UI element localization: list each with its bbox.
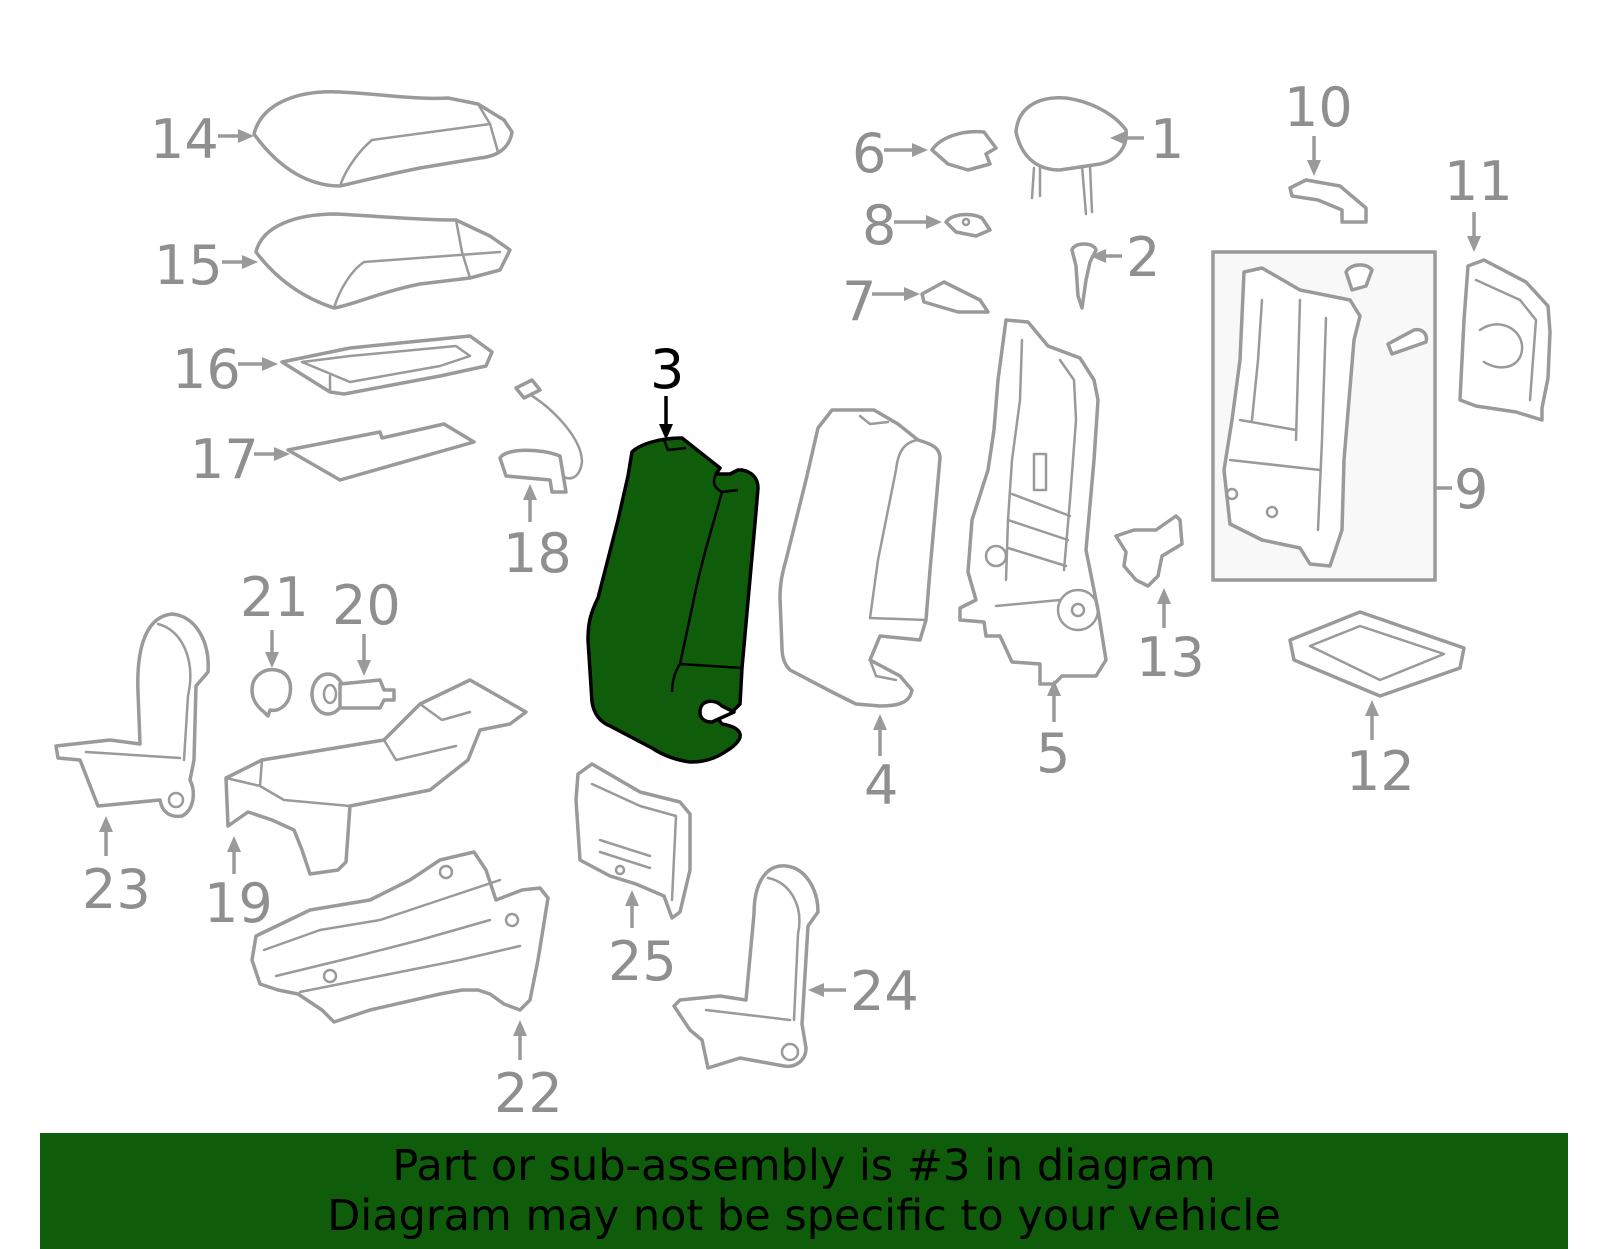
callout-label-1: 1 [1150,108,1184,171]
part-4-seatback-pad[interactable] [778,408,942,708]
part-15-cushion[interactable] [254,212,512,310]
callout-label-7: 7 [842,270,876,333]
callout-label-11: 11 [1444,150,1513,213]
callout-21: 21 [240,566,309,668]
callout-label-3: 3 [650,338,684,401]
callout-label-18: 18 [503,522,572,585]
callout-13: 13 [1136,588,1205,689]
part-23-side-shield[interactable] [54,612,210,819]
part-16-pad-frame[interactable] [280,334,494,396]
callout-label-5: 5 [1036,722,1070,785]
part-11-trim-cover[interactable] [1458,258,1552,422]
callout-label-4: 4 [864,754,898,817]
callout-24: 24 [808,960,919,1023]
callout-label-13: 13 [1136,626,1205,689]
part-22-seat-track[interactable] [250,850,550,1024]
part-25-bracket-cover[interactable] [574,762,692,920]
callout-22: 22 [494,1020,563,1125]
callout-12: 12 [1346,700,1415,803]
callout-14: 14 [150,108,254,171]
part-5-seatback-frame[interactable] [958,318,1108,686]
callout-1: 1 [1110,108,1184,171]
callout-6: 6 [852,122,928,185]
callout-label-17: 17 [190,428,259,491]
banner-line-2: Diagram may not be specific to your vehi… [327,1191,1281,1241]
callout-19: 19 [204,836,273,935]
callout-10: 10 [1284,76,1353,176]
callout-label-25: 25 [608,930,677,993]
part-8-plate[interactable] [944,212,992,238]
callout-label-24: 24 [850,960,919,1023]
part-12-base-plate[interactable] [1288,610,1466,698]
part-17-heater-mat[interactable] [286,422,476,482]
callout-23: 23 [82,816,151,921]
callout-label-16: 16 [172,338,241,401]
callout-3: 3 [650,338,684,440]
part-13-bracket[interactable] [1114,514,1184,588]
callout-label-10: 10 [1284,76,1353,139]
part-21-grommet[interactable] [250,667,293,718]
callout-label-23: 23 [82,858,151,921]
part-20-bushing[interactable] [310,672,396,716]
callout-label-19: 19 [204,872,273,935]
callout-label-15: 15 [154,234,223,297]
part-18-sensor[interactable] [498,378,584,494]
callout-20: 20 [332,574,401,676]
callout-label-21: 21 [240,566,309,629]
callout-label-8: 8 [862,194,896,257]
callout-9: 9 [1435,458,1488,521]
part-9-group-box[interactable] [1211,250,1437,582]
callout-label-9: 9 [1454,458,1488,521]
part-19-lower-housing[interactable] [224,678,528,876]
callout-16: 16 [172,338,278,401]
banner-line-1: Part or sub-assembly is #3 in diagram [392,1141,1216,1191]
callout-label-2: 2 [1126,226,1160,289]
callout-25: 25 [608,890,677,993]
part-10-bracket[interactable] [1288,178,1368,224]
part-2-fastener[interactable] [1070,242,1098,310]
part-3-seatback-cover[interactable] [586,436,760,764]
part-24-side-cover[interactable] [672,864,820,1070]
callout-5: 5 [1036,680,1070,785]
callout-label-12: 12 [1346,740,1415,803]
part-6-cap[interactable] [930,129,998,172]
part-7-clip[interactable] [920,280,990,314]
callout-4: 4 [864,714,898,817]
callout-label-20: 20 [332,574,401,637]
callout-label-6: 6 [852,122,886,185]
callout-label-14: 14 [150,108,219,171]
callout-18: 18 [503,484,572,585]
info-banner: Part or sub-assembly is #3 in diagram Di… [40,1133,1568,1249]
callout-11: 11 [1444,150,1513,252]
callout-7: 7 [842,270,920,333]
part-1-headrest[interactable] [1014,96,1128,216]
part-14-seat-cushion[interactable] [252,90,514,188]
callout-label-22: 22 [494,1062,563,1125]
callout-15: 15 [154,234,258,297]
callout-2: 2 [1090,226,1160,289]
callout-8: 8 [862,194,942,257]
callout-17: 17 [190,428,290,491]
